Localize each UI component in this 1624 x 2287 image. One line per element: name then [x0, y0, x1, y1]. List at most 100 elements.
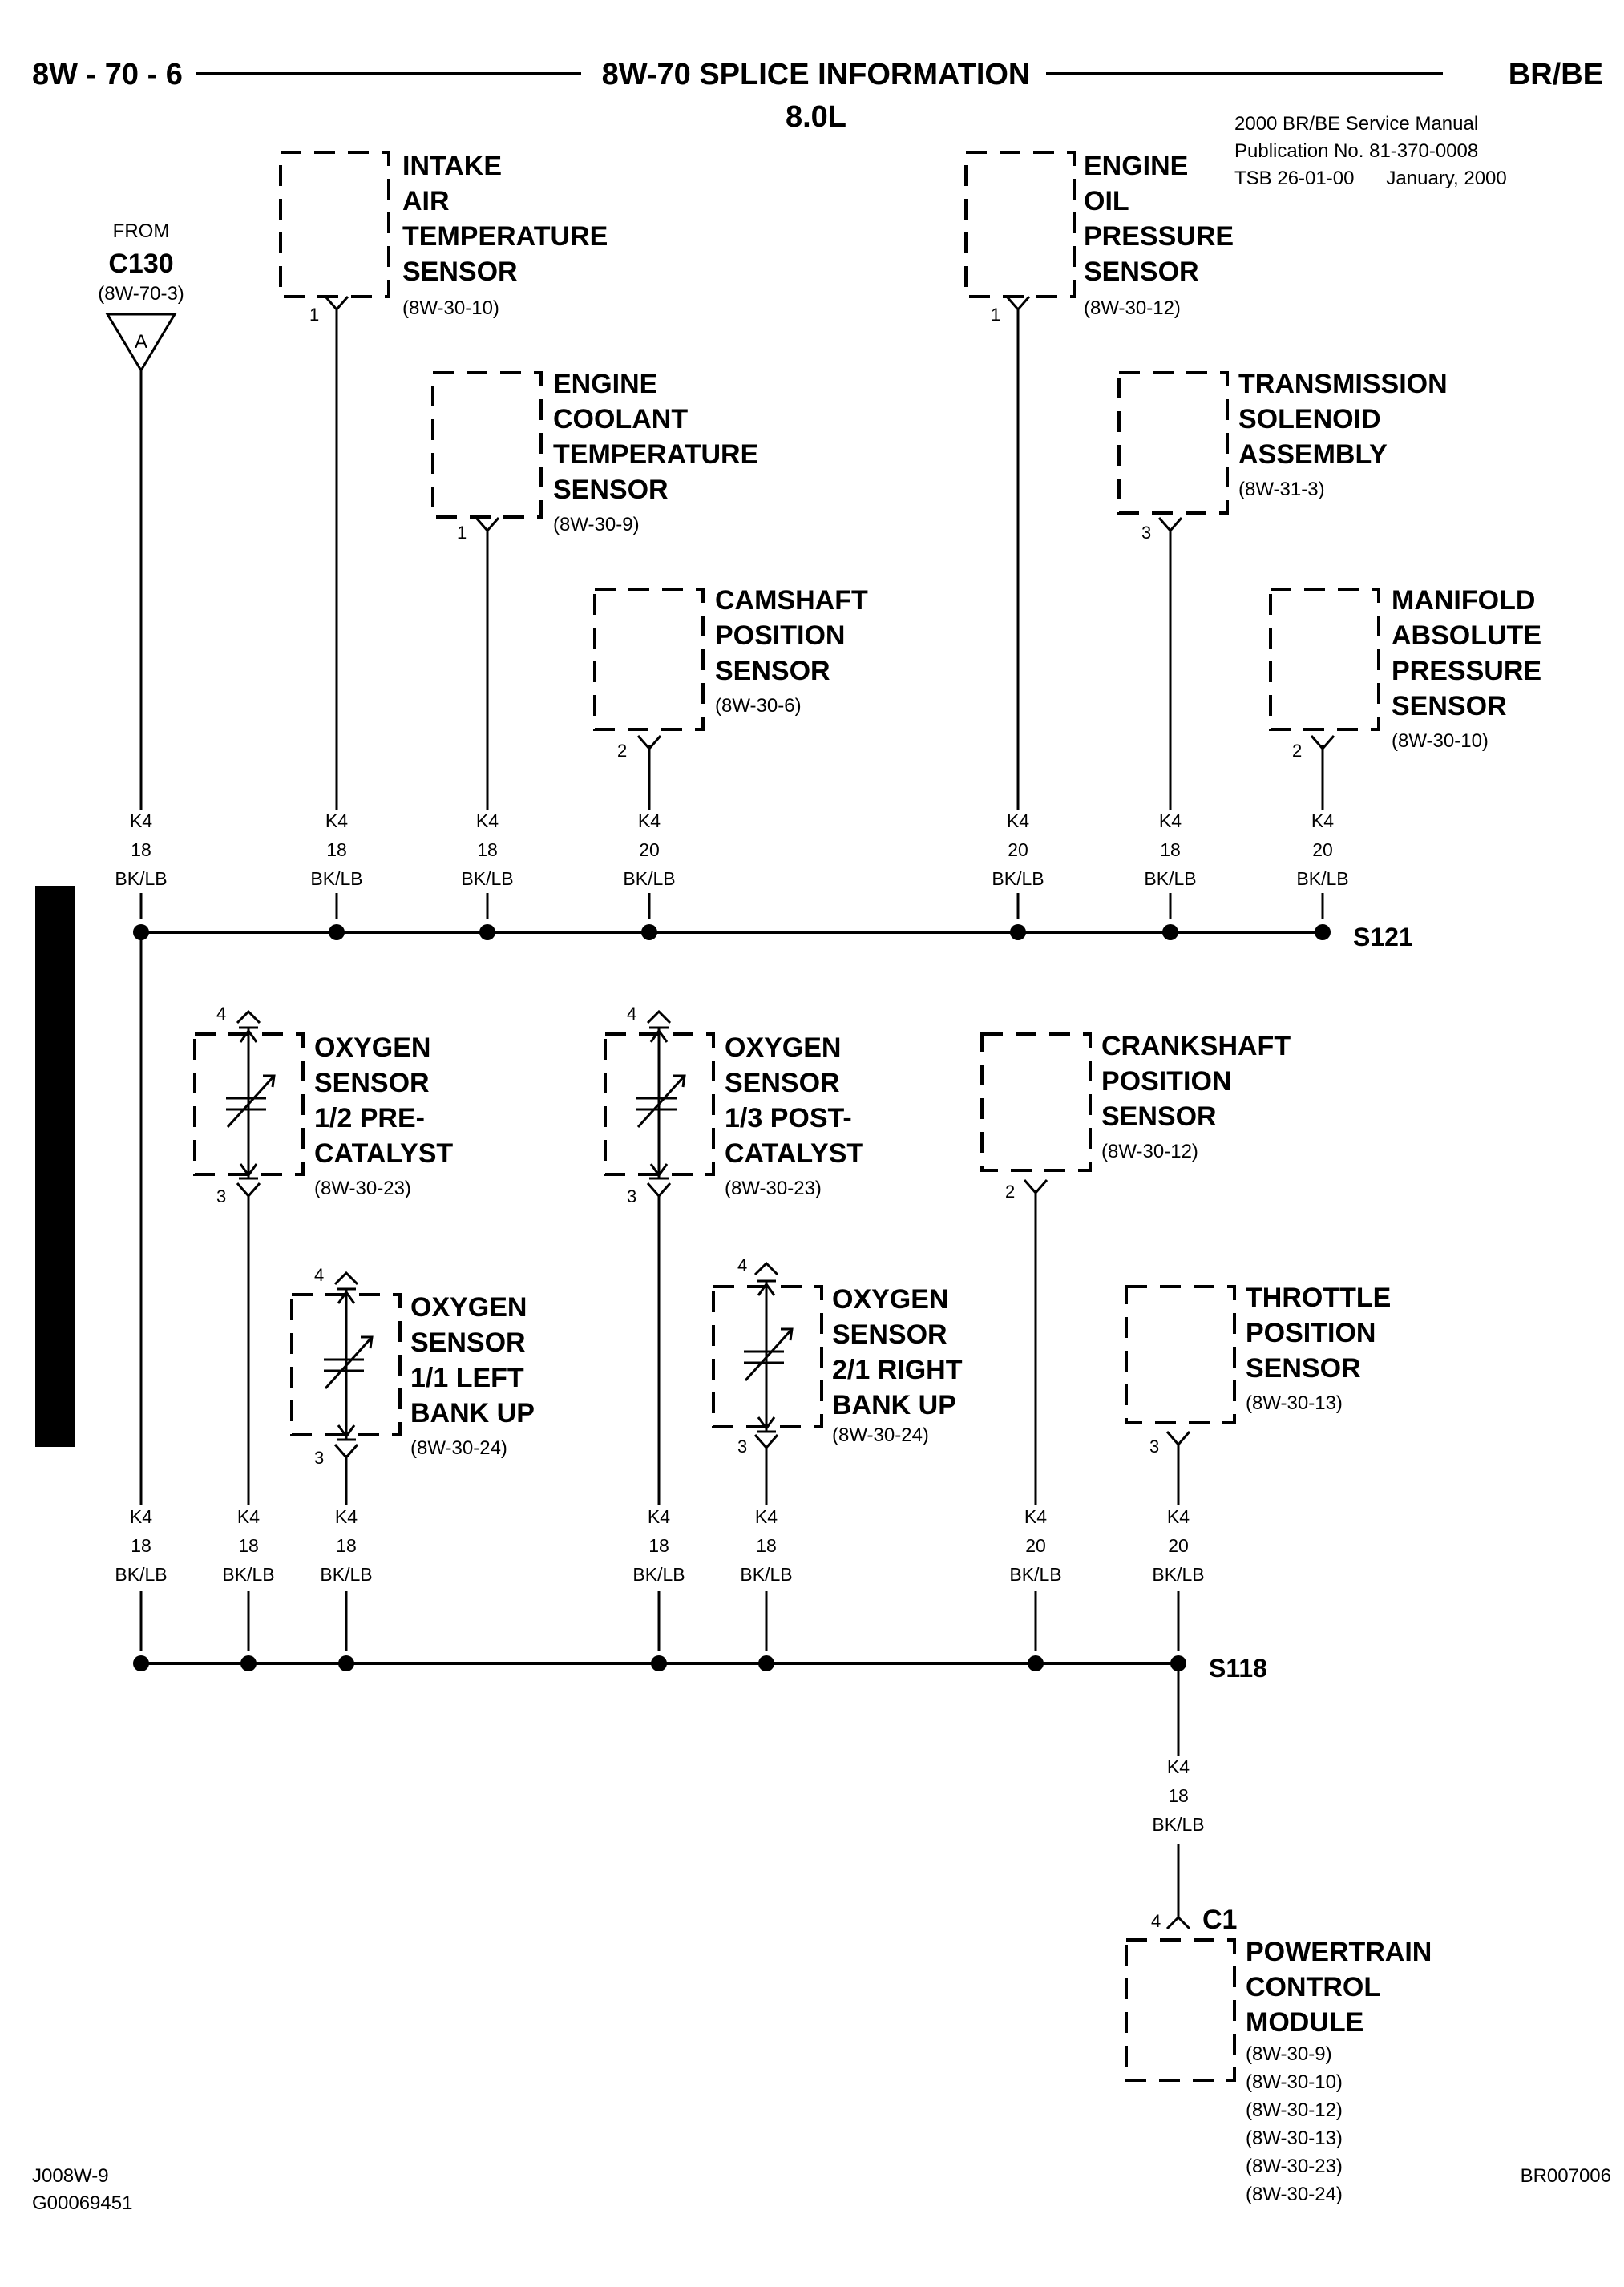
o2-symbol-13-bottom-arrow	[649, 1163, 669, 1178]
splice-node-s118-4	[651, 1655, 667, 1671]
wire-label-lower-6: K4 20 BK/LB	[1009, 1506, 1061, 1585]
svg-text:POSITION: POSITION	[715, 620, 845, 651]
svg-text:OXYGEN: OXYGEN	[410, 1292, 527, 1323]
source-symbol: A	[135, 331, 147, 353]
svg-text:SENSOR: SENSOR	[1246, 1353, 1361, 1384]
o2-symbol-21-variable-arrow	[744, 1327, 794, 1382]
page-title: 8W-70 SPLICE INFORMATION	[602, 58, 1031, 91]
wire-label-lower-5: K4 18 BK/LB	[740, 1506, 792, 1585]
svg-text:SENSOR: SENSOR	[553, 475, 669, 505]
component-crankshaft-position-sensor: CRANKSHAFT POSITION SENSOR (8W-30-12) 2	[980, 1031, 1291, 1202]
svg-text:1: 1	[991, 305, 1000, 325]
svg-text:BK/LB: BK/LB	[115, 868, 167, 889]
svg-text:CRANKSHAFT: CRANKSHAFT	[1101, 1031, 1291, 1061]
svg-text:20: 20	[1312, 839, 1333, 860]
svg-text:OIL: OIL	[1084, 186, 1129, 216]
connector-eop-pin-1	[1005, 296, 1031, 312]
wire-label-upper-5: K4 20 BK/LB	[992, 810, 1044, 889]
component-intake-air-temperature-sensor: INTAKE AIR TEMPERATURE SENSOR (8W-30-10)…	[279, 151, 608, 325]
svg-text:BK/LB: BK/LB	[222, 1564, 274, 1585]
svg-text:18: 18	[131, 1535, 151, 1556]
svg-text:ABSOLUTE: ABSOLUTE	[1392, 620, 1541, 651]
svg-text:OXYGEN: OXYGEN	[314, 1032, 430, 1063]
component-transmission-solenoid-assembly: TRANSMISSION SOLENOID ASSEMBLY (8W-31-3)…	[1117, 369, 1448, 543]
o2-symbol-21-top-arrow	[757, 1282, 776, 1296]
svg-text:(8W-30-23): (8W-30-23)	[725, 1178, 822, 1199]
svg-text:1: 1	[309, 305, 319, 325]
svg-text:3: 3	[737, 1436, 747, 1457]
svg-text:(8W-30-13): (8W-30-13)	[1246, 2127, 1343, 2149]
wire-label-upper-6: K4 18 BK/LB	[1144, 810, 1196, 889]
svg-text:18: 18	[477, 839, 498, 860]
svg-text:18: 18	[131, 839, 151, 860]
splice-node-s118-5	[758, 1655, 774, 1671]
splice-label-s118: S118	[1209, 1654, 1267, 1683]
svg-text:SENSOR: SENSOR	[832, 1319, 947, 1350]
o2-symbol-11-top-arrow	[337, 1290, 356, 1304]
connector-iat-pin-1	[324, 296, 349, 312]
svg-text:K4: K4	[1024, 1506, 1047, 1527]
svg-text:ASSEMBLY: ASSEMBLY	[1238, 439, 1388, 470]
footer-code-2: G00069451	[32, 2192, 132, 2214]
svg-text:18: 18	[1168, 1785, 1189, 1806]
svg-text:PRESSURE: PRESSURE	[1392, 656, 1541, 686]
connector-o2-21-pin-3	[753, 1434, 779, 1450]
svg-text:POSITION: POSITION	[1246, 1318, 1376, 1348]
connector-pcm-c1-pin-4	[1165, 1915, 1191, 1930]
svg-text:TEMPERATURE: TEMPERATURE	[402, 221, 608, 252]
svg-text:CATALYST: CATALYST	[725, 1138, 863, 1169]
o2-symbol-11-variable-arrowhead	[361, 1335, 374, 1349]
svg-text:2: 2	[1005, 1182, 1015, 1202]
svg-text:BK/LB: BK/LB	[623, 868, 675, 889]
svg-text:(8W-30-24): (8W-30-24)	[1246, 2184, 1343, 2205]
svg-text:TRANSMISSION: TRANSMISSION	[1238, 369, 1448, 399]
source-ref: (8W-70-3)	[98, 283, 184, 305]
svg-text:18: 18	[756, 1535, 777, 1556]
component-oxygen-sensor-1-1-left-bank-up: OXYGEN SENSOR 1/1 LEFT BANK UP (8W-30-24…	[290, 1265, 535, 1468]
svg-text:K4: K4	[638, 810, 661, 831]
svg-text:K4: K4	[1007, 810, 1029, 831]
svg-text:SENSOR: SENSOR	[402, 257, 518, 287]
splice-label-s121: S121	[1353, 923, 1413, 952]
splice-node-s118-3	[338, 1655, 354, 1671]
page-number: 8W - 70 - 6	[32, 58, 183, 91]
svg-text:K4: K4	[130, 1506, 152, 1527]
svg-text:(8W-30-24): (8W-30-24)	[410, 1437, 507, 1459]
svg-text:1/2 PRE-: 1/2 PRE-	[314, 1103, 425, 1133]
o2-symbol-21-bottom-arrow	[757, 1416, 776, 1431]
svg-text:K4: K4	[476, 810, 499, 831]
svg-text:18: 18	[1160, 839, 1181, 860]
svg-text:4: 4	[314, 1265, 324, 1285]
svg-text:CONTROL: CONTROL	[1246, 1972, 1380, 2002]
svg-text:ENGINE: ENGINE	[553, 369, 657, 399]
component-oxygen-sensor-2-1-right-bank-up: OXYGEN SENSOR 2/1 RIGHT BANK UP (8W-30-2…	[712, 1255, 963, 1457]
connector-o2-13-pin-4	[646, 1009, 672, 1024]
wire-label-upper-7: K4 20 BK/LB	[1296, 810, 1348, 889]
svg-text:3: 3	[1149, 1436, 1159, 1457]
svg-text:CATALYST: CATALYST	[314, 1138, 453, 1169]
svg-text:INTAKE: INTAKE	[402, 151, 502, 181]
vehicle-code: BR/BE	[1509, 58, 1603, 91]
svg-text:SENSOR: SENSOR	[715, 656, 830, 686]
svg-text:BK/LB: BK/LB	[1144, 868, 1196, 889]
splice-node-s121-7	[1315, 924, 1331, 940]
svg-text:K4: K4	[1311, 810, 1334, 831]
svg-text:BK/LB: BK/LB	[1009, 1564, 1061, 1585]
section-tab	[35, 886, 75, 1447]
splice-node-s121-5	[1010, 924, 1026, 940]
svg-text:(8W-30-13): (8W-30-13)	[1246, 1392, 1343, 1414]
svg-text:(8W-30-10): (8W-30-10)	[1246, 2071, 1343, 2093]
svg-text:18: 18	[648, 1535, 669, 1556]
manual-line-1: 2000 BR/BE Service Manual	[1234, 113, 1478, 135]
o2-symbol-12-variable-arrow	[226, 1074, 276, 1129]
svg-text:(8W-30-6): (8W-30-6)	[715, 695, 802, 717]
svg-text:3: 3	[216, 1186, 226, 1206]
o2-symbol-13-top-arrow	[649, 1028, 669, 1043]
svg-text:K4: K4	[1159, 810, 1182, 831]
svg-text:POSITION: POSITION	[1101, 1066, 1231, 1097]
source-connector: C130	[108, 248, 173, 279]
splice-node-s118-1	[133, 1655, 149, 1671]
component-manifold-absolute-pressure-sensor: MANIFOLD ABSOLUTE PRESSURE SENSOR (8W-30…	[1269, 585, 1541, 761]
svg-text:4: 4	[627, 1004, 636, 1024]
